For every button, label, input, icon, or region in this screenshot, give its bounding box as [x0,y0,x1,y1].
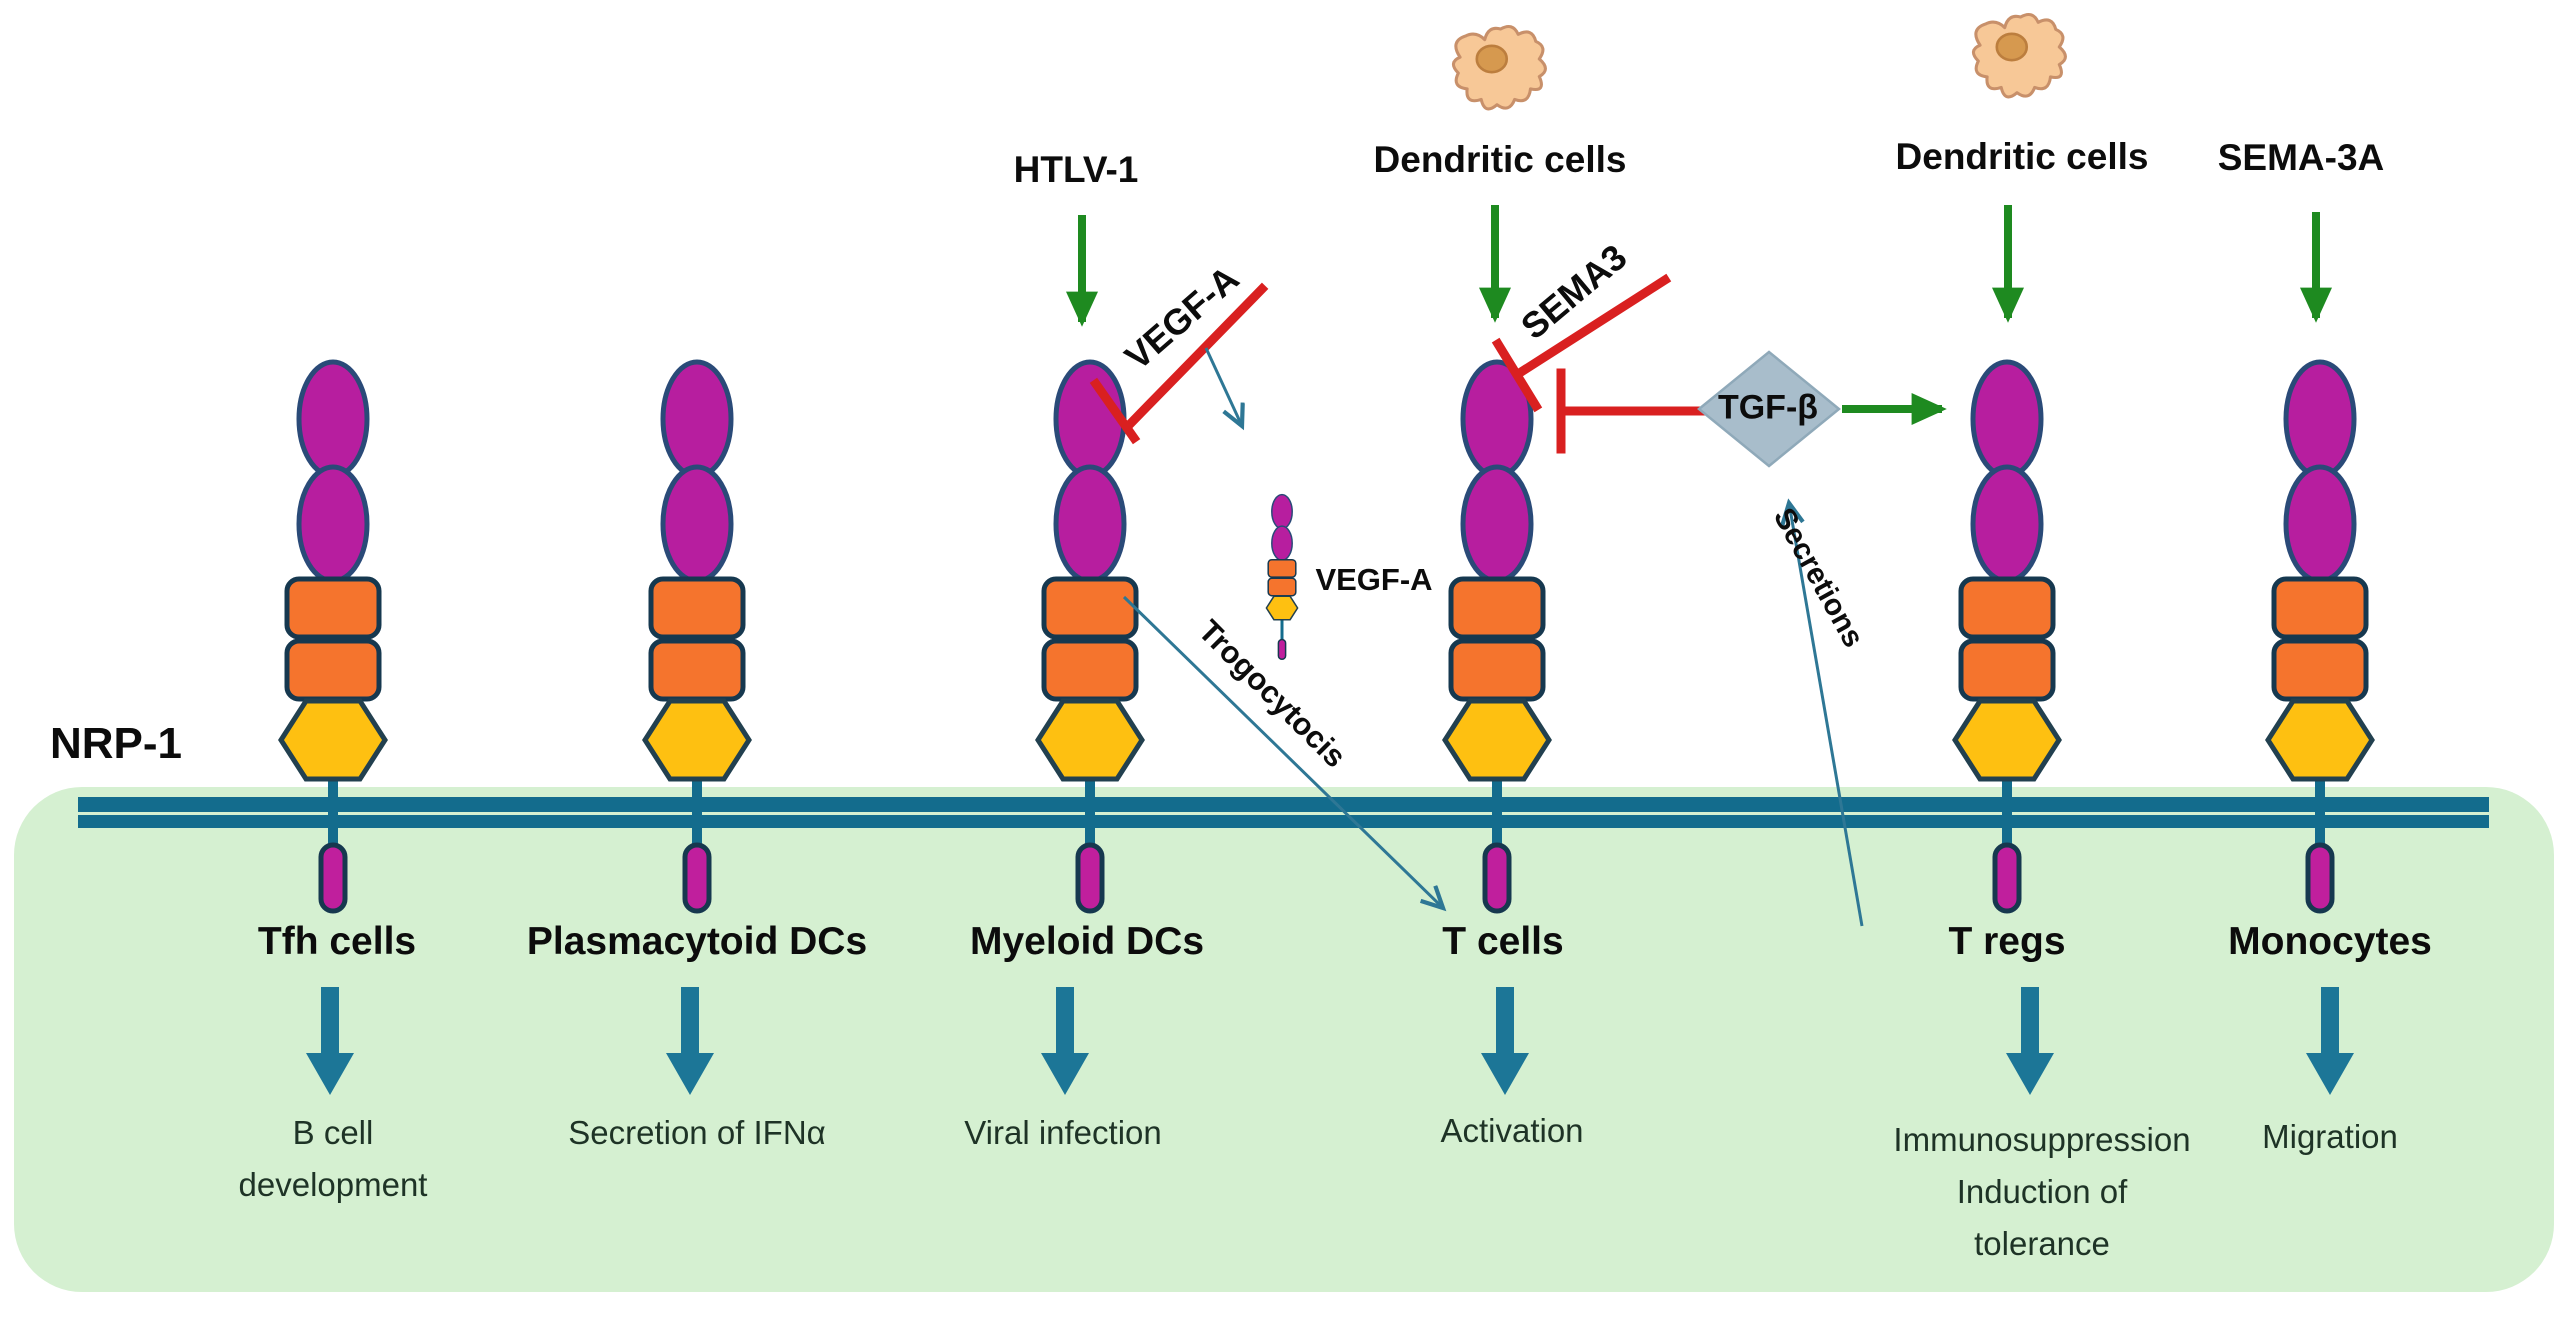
tfh-outcome-arrow [306,987,354,1095]
membrane-lower-band [78,815,2489,828]
htlv1-label: HTLV-1 [1013,149,1139,190]
dendritic-cells-label-2: Dendritic cells [1895,136,2149,177]
outcome-tfh-line1: B cell [292,1114,374,1151]
dendritic-cell-icon-2 [1971,12,2067,99]
tgfb-label: TGF-β [1717,388,1819,427]
pdc-outcome-arrow [666,987,714,1095]
dendritic-cell-icon-1 [1451,24,1547,111]
outcome-treg-line1: Immunosuppression [1893,1121,2191,1158]
monocyte-outcome-arrow [2306,987,2354,1095]
dendritic-cells-label-1: Dendritic cells [1373,139,1627,180]
vegfa-internalization-arrow [1204,347,1242,426]
secretions-arrow [1789,503,1864,927]
outcome-tcell-line1: Activation [1440,1112,1584,1149]
nrp1-label: NRP-1 [49,719,183,768]
cell-label-mdc: Myeloid DCs [969,920,1205,963]
membrane-upper-band [78,797,2489,812]
cell-label-pdc: Plasmacytoid DCs [526,920,868,963]
cell-label-tfh: Tfh cells [257,920,417,963]
soluble-vegfa-label: VEGF-A [1315,562,1433,597]
cell-cytoplasm-area [14,787,2554,1292]
soluble-vegfa-receptor-icon [1264,493,1300,661]
sema3-inhibition-cap [1491,337,1543,413]
trogocytosis-arrow [1122,595,1443,908]
outcome-pdc-line1: Secretion of IFNα [568,1114,826,1151]
cell-label-tcell: T cells [1442,920,1564,963]
cell-label-treg: T regs [1948,920,2066,963]
sema3a-label: SEMA-3A [2217,137,2385,178]
outcome-monocyte-line1: Migration [2262,1118,2398,1155]
sema3-inhibition-line [1511,273,1672,381]
cell-label-monocyte: Monocytes [2228,920,2432,963]
nrp1-receptor-treg [1955,362,2059,911]
tgfb-diamond [1697,350,1841,468]
outcome-treg-line2: Induction of [1956,1173,2128,1210]
nrp1-receptor-pdc [645,362,749,911]
outcome-treg-line3: tolerance [1974,1225,2110,1262]
treg-outcome-arrow [2006,987,2054,1095]
nrp1-receptor-tcell [1445,362,1549,911]
nrp1-receptor-tfh [281,362,385,911]
nrp1-receptor-mdc [1038,362,1142,911]
vegfa-inhibition-line [1125,282,1269,429]
mdc-outcome-arrow [1041,987,1089,1095]
outcome-mdc-line1: Viral infection [964,1114,1162,1151]
tcell-outcome-arrow [1481,987,1529,1095]
vegfa-inhibition-cap [1089,377,1141,445]
outcome-tfh-line2: development [238,1166,428,1203]
nrp1-receptor-monocyte [2268,362,2372,911]
